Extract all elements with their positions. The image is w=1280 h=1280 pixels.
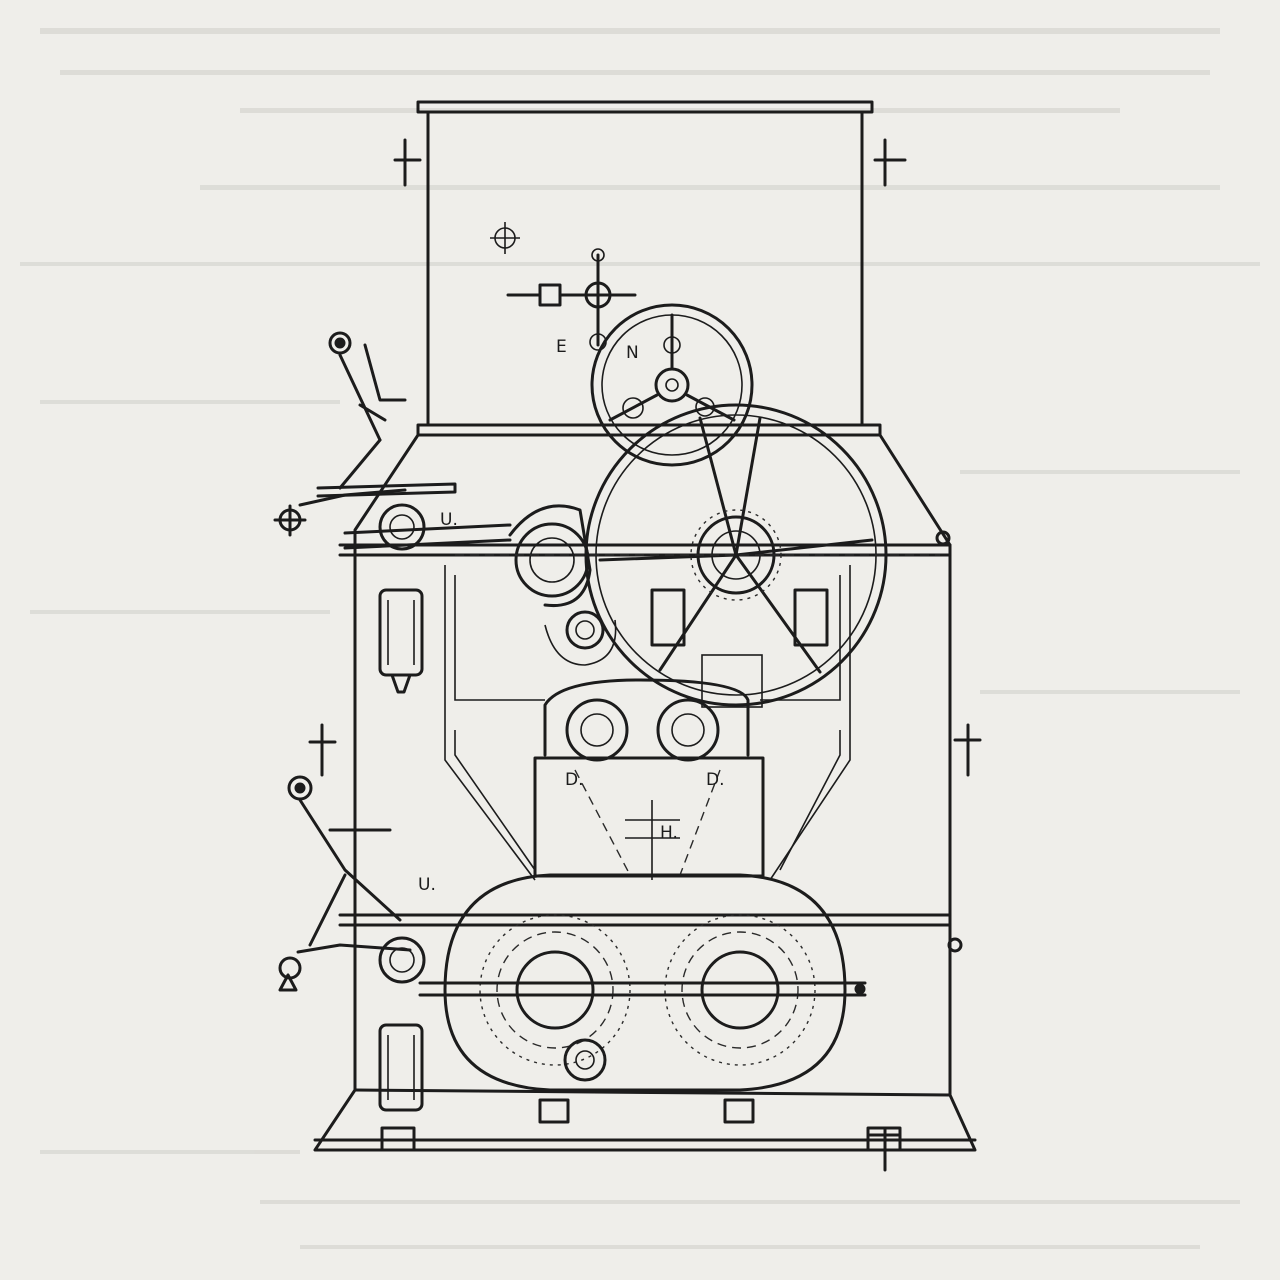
middle-roll-pair bbox=[543, 678, 750, 762]
label-d-right: D. bbox=[706, 770, 725, 790]
label-n: N bbox=[626, 343, 639, 363]
bleed-through-texture bbox=[20, 28, 1260, 1249]
label-u-upper: U. bbox=[440, 510, 458, 530]
feed-adjust-e bbox=[490, 222, 637, 351]
label-u-lower: U. bbox=[418, 875, 436, 895]
upper-left-roll bbox=[508, 504, 617, 666]
label-e: E bbox=[556, 337, 567, 357]
lower-roll-housing bbox=[418, 873, 867, 1092]
center-housing bbox=[533, 588, 829, 880]
small-pulley-n bbox=[590, 303, 754, 467]
base-feet bbox=[380, 1098, 902, 1152]
upper-left-lever bbox=[273, 331, 457, 537]
machine-frame bbox=[313, 433, 977, 1152]
label-h: H. bbox=[660, 823, 678, 843]
t-handles bbox=[308, 138, 982, 1172]
upper-left-bearing-u bbox=[378, 503, 426, 694]
hopper bbox=[416, 100, 882, 437]
label-d-left: D. bbox=[565, 770, 584, 790]
upper-tie-rod bbox=[343, 523, 940, 556]
lower-left-lever bbox=[278, 775, 426, 1112]
